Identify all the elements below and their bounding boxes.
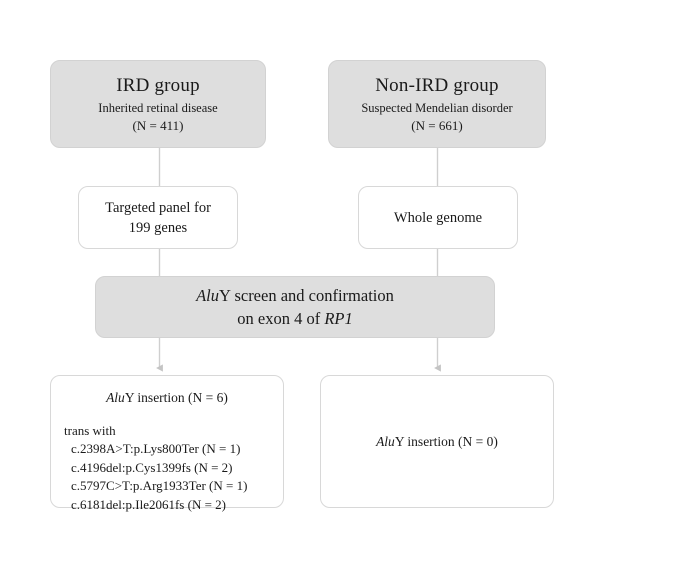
node-result-non-ird: AluY insertion (N = 0) [320, 375, 554, 508]
list-item: c.4196del:p.Cys1399fs (N = 2) [71, 459, 233, 475]
targeted-panel-line1: Targeted panel for [105, 199, 211, 216]
non-ird-group-title: Non-IRD group [375, 74, 499, 96]
node-non-ird-group: Non-IRD group Suspected Mendelian disord… [328, 60, 546, 148]
node-whole-genome: Whole genome [358, 186, 518, 249]
targeted-panel-line2: 199 genes [128, 219, 188, 236]
alu-screen-line1: AluY screen and confirmation [196, 284, 394, 307]
ird-group-title: IRD group [116, 74, 200, 96]
alu-screen-line2-pre: on exon 4 of [237, 309, 325, 328]
alu-screen-gene-rp1: RP1 [324, 309, 353, 328]
alu-screen-line1-rest: Y screen and confirmation [219, 286, 394, 305]
result-ird-heading-rest: Y insertion (N = 6) [124, 390, 228, 405]
result-ird-italic-alu: Alu [106, 390, 125, 405]
alu-screen-line2: on exon 4 of RP1 [237, 307, 353, 330]
result-non-ird-text-rest: Y insertion (N = 0) [394, 434, 498, 449]
node-targeted-panel: Targeted panel for 199 genes [78, 186, 238, 249]
node-alu-screen: AluY screen and confirmation on exon 4 o… [95, 276, 495, 338]
result-ird-trans-label: trans with [64, 423, 116, 438]
node-ird-group: IRD group Inherited retinal disease (N =… [50, 60, 266, 148]
list-item: c.5797C>T:p.Arg1933Ter (N = 1) [71, 478, 248, 493]
non-ird-group-subtitle: Suspected Mendelian disorder [361, 100, 513, 115]
result-ird-heading: AluY insertion (N = 6) [51, 388, 283, 407]
list-item: c.2398A>T:p.Lys800Ter (N = 1) [71, 441, 241, 456]
result-non-ird-italic-alu: Alu [376, 434, 395, 449]
whole-genome-line1: Whole genome [393, 209, 483, 226]
list-item: c.6181del:p.Ile2061fs (N = 2) [71, 496, 226, 512]
result-ird-variant-list: c.2398A>T:p.Lys800Ter (N = 1) c.4196del:… [51, 440, 283, 514]
node-result-ird: AluY insertion (N = 6) trans with c.2398… [50, 375, 284, 512]
result-non-ird-text: AluY insertion (N = 0) [376, 432, 498, 451]
non-ird-group-count: (N = 661) [411, 117, 463, 133]
alu-screen-italic-alu: Alu [196, 286, 220, 305]
ird-group-subtitle: Inherited retinal disease [98, 100, 218, 115]
ird-group-count: (N = 411) [132, 117, 184, 133]
